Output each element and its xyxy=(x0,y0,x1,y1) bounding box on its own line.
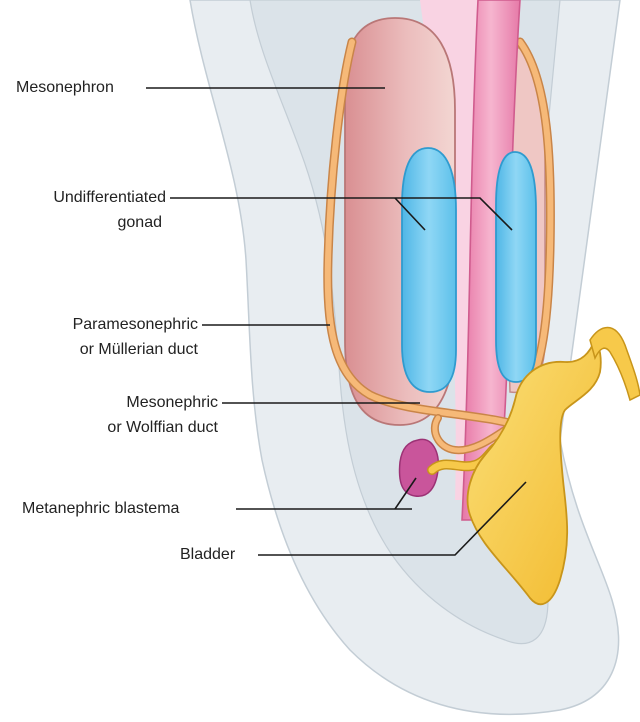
gonad-right xyxy=(496,152,536,382)
label-mesonephric-line2: or Wolffian duct xyxy=(8,418,218,438)
label-paramesonephric-line2: or Müllerian duct xyxy=(8,340,198,360)
label-bladder: Bladder xyxy=(180,545,235,565)
label-mesonephron: Mesonephron xyxy=(16,78,114,98)
label-undifferentiated-gonad-line1: Undifferentiated xyxy=(8,188,166,208)
label-undifferentiated-gonad-line2: gonad xyxy=(8,213,162,233)
label-mesonephric-line1: Mesonephric xyxy=(8,393,218,413)
gonad-left xyxy=(402,148,456,392)
label-metanephric-blastema: Metanephric blastema xyxy=(22,499,179,519)
label-paramesonephric-line1: Paramesonephric xyxy=(8,315,198,335)
